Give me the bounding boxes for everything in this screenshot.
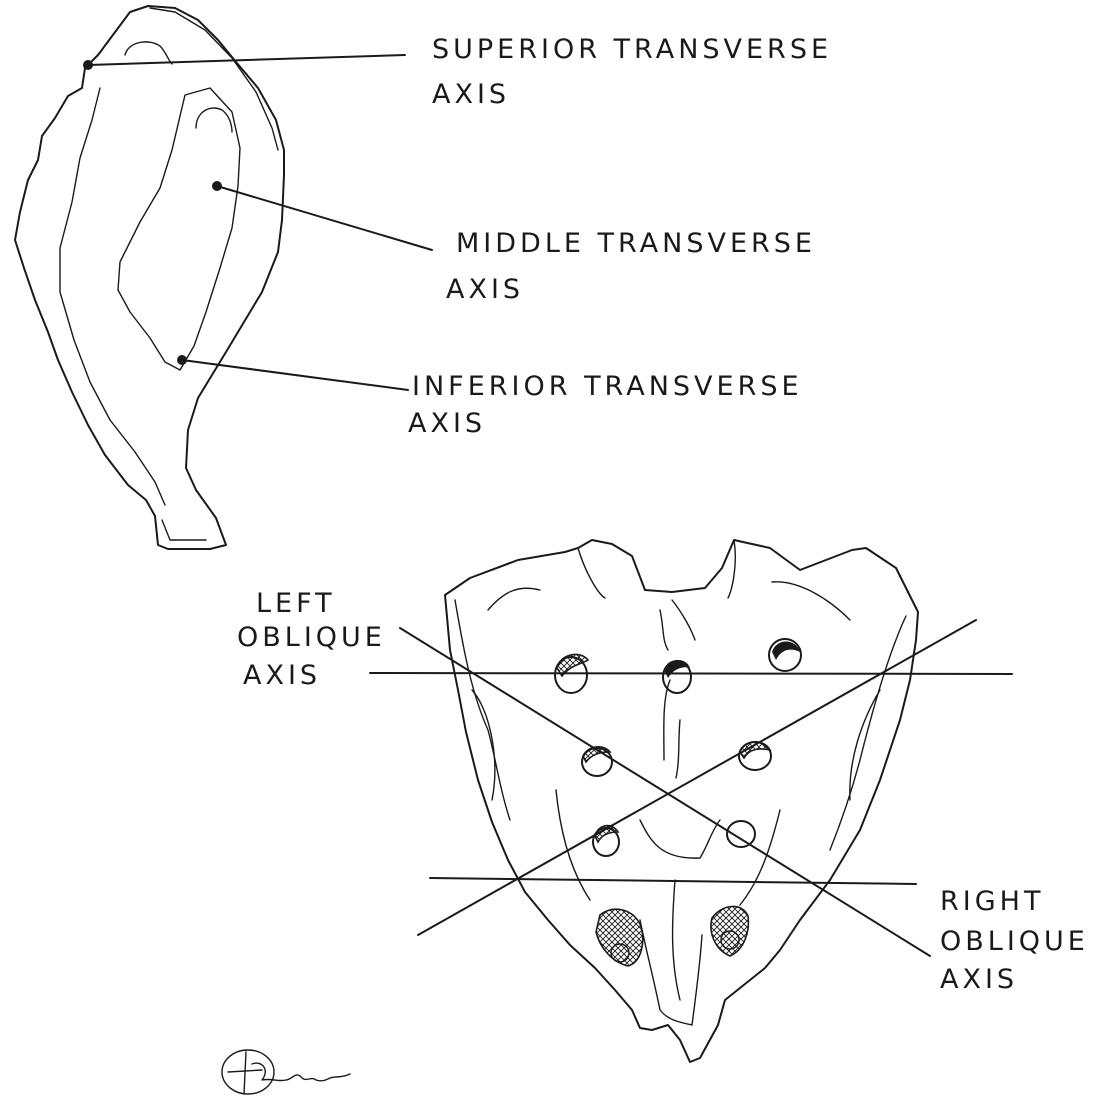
anterior-coccyx xyxy=(640,920,702,1025)
right-oblique-axis-label-line2: OBLIQUE xyxy=(940,926,1089,957)
anterior-ala-right xyxy=(772,582,850,620)
lateral-leaders xyxy=(83,55,432,390)
left-oblique-axis-label-line2: OBLIQUE xyxy=(237,622,386,653)
superior-horizontal-axis xyxy=(370,673,1012,674)
lateral-coccyx-tip xyxy=(162,520,206,540)
middle-transverse-axis-label-line2: AXIS xyxy=(446,274,524,305)
anterior-lower-segment xyxy=(556,790,780,905)
anterior-auricular-right xyxy=(850,690,880,800)
lateral-inner-ridge xyxy=(60,88,165,505)
superior-transverse-axis-label-line2: AXIS xyxy=(432,79,510,110)
artist-signature xyxy=(222,1050,350,1094)
inferior-transverse-axis-label-line2: AXIS xyxy=(408,408,486,439)
superior-axis-leader xyxy=(88,55,405,65)
lateral-auricular-surface xyxy=(118,88,240,370)
inferior-horizontal-axis xyxy=(430,878,916,884)
right-oblique-axis-line xyxy=(418,620,976,935)
foramen-s1-center-shade xyxy=(664,660,690,678)
sacrum-lateral-view xyxy=(15,6,284,549)
sacrum-anterior-view xyxy=(370,540,1012,1062)
left-oblique-axis-label-line1: LEFT xyxy=(256,588,336,619)
middle-axis-leader xyxy=(217,186,432,250)
lateral-articular-edge xyxy=(150,8,278,150)
lateral-labels: SUPERIOR TRANSVERSE AXIS MIDDLE TRANSVER… xyxy=(408,34,832,439)
sacral-foramina xyxy=(555,639,801,966)
superior-transverse-axis-label-line1: SUPERIOR TRANSVERSE xyxy=(432,34,832,65)
anterior-lateral-left xyxy=(455,600,510,820)
anterior-promontory-right xyxy=(728,540,735,598)
lateral-superior-notch-2 xyxy=(196,108,232,132)
anterior-median-crest xyxy=(660,600,695,778)
right-oblique-axis-label-line3: AXIS xyxy=(940,964,1018,995)
lateral-superior-notch xyxy=(125,42,172,64)
inferior-axis-leader xyxy=(182,360,408,390)
anterior-promontory-left xyxy=(578,548,605,598)
anterior-lateral-right xyxy=(830,616,906,850)
foramen-s4-left-hatched xyxy=(596,909,643,966)
inferior-transverse-axis-label-line1: INFERIOR TRANSVERSE xyxy=(412,371,803,402)
anterior-outer-outline xyxy=(445,540,918,1062)
lateral-outer-outline xyxy=(15,6,284,549)
anterior-ala-left xyxy=(488,588,540,610)
left-oblique-axis-label-line3: AXIS xyxy=(243,660,321,691)
middle-transverse-axis-label-line1: MIDDLE TRANSVERSE xyxy=(456,228,816,259)
right-oblique-axis-label-line1: RIGHT xyxy=(940,886,1044,917)
anterior-coccyx-spine xyxy=(673,880,680,1000)
